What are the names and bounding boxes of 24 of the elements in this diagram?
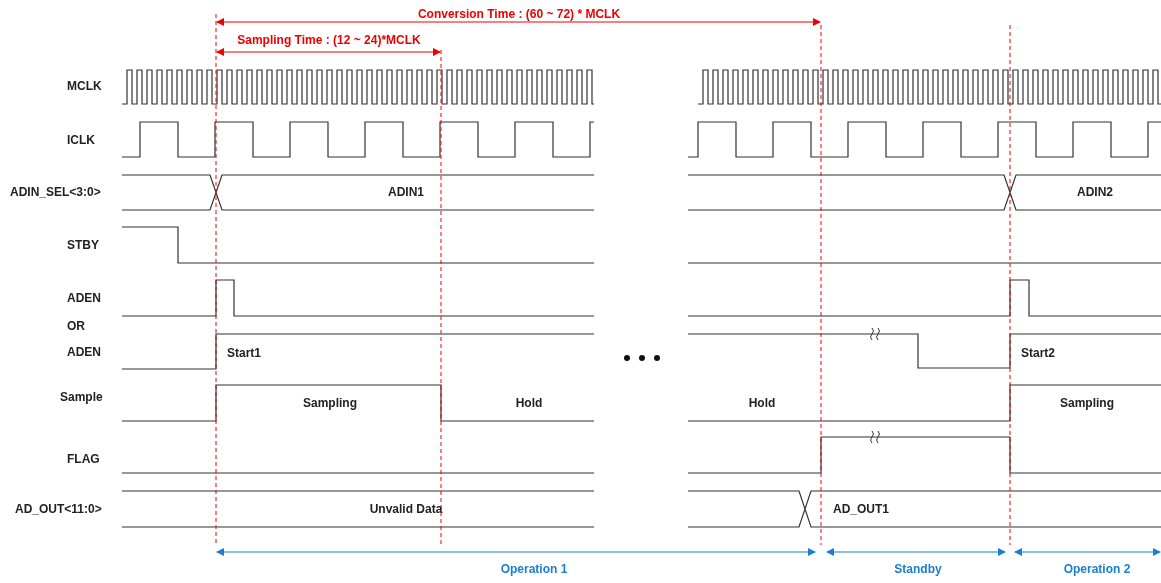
signal-name: ADEN [67, 291, 101, 305]
bus-value: Unvalid Data [369, 502, 443, 516]
dimension-label: Operation 2 [1063, 562, 1131, 576]
signal-name: MCLK [67, 79, 102, 93]
state-label: Hold [515, 396, 543, 410]
signal-name: ADEN [67, 345, 101, 359]
state-label: Start2 [1021, 346, 1055, 360]
state-label: Hold [748, 396, 776, 410]
state-label: Start1 [227, 346, 261, 360]
signal-name: STBY [67, 238, 99, 252]
signal-name: AD_OUT<11:0> [15, 502, 102, 516]
signal-name: ICLK [67, 133, 95, 147]
note-text: OR [67, 319, 85, 333]
dimension-label: Sampling Time : (12 ~ 24)*MCLK [234, 33, 424, 47]
state-label: Sampling [1060, 396, 1114, 410]
signal-name: Sample [60, 390, 103, 404]
bus-value: AD_OUT1 [833, 502, 889, 516]
state-label: Sampling [303, 396, 357, 410]
bus-value: ADIN2 [1077, 185, 1113, 199]
signal-name: FLAG [67, 452, 100, 466]
dimension-label: Operation 1 [500, 562, 568, 576]
signal-name: ADIN_SEL<3:0> [10, 185, 101, 199]
dimension-label: Standby [894, 562, 942, 576]
bus-value: ADIN1 [388, 185, 424, 199]
